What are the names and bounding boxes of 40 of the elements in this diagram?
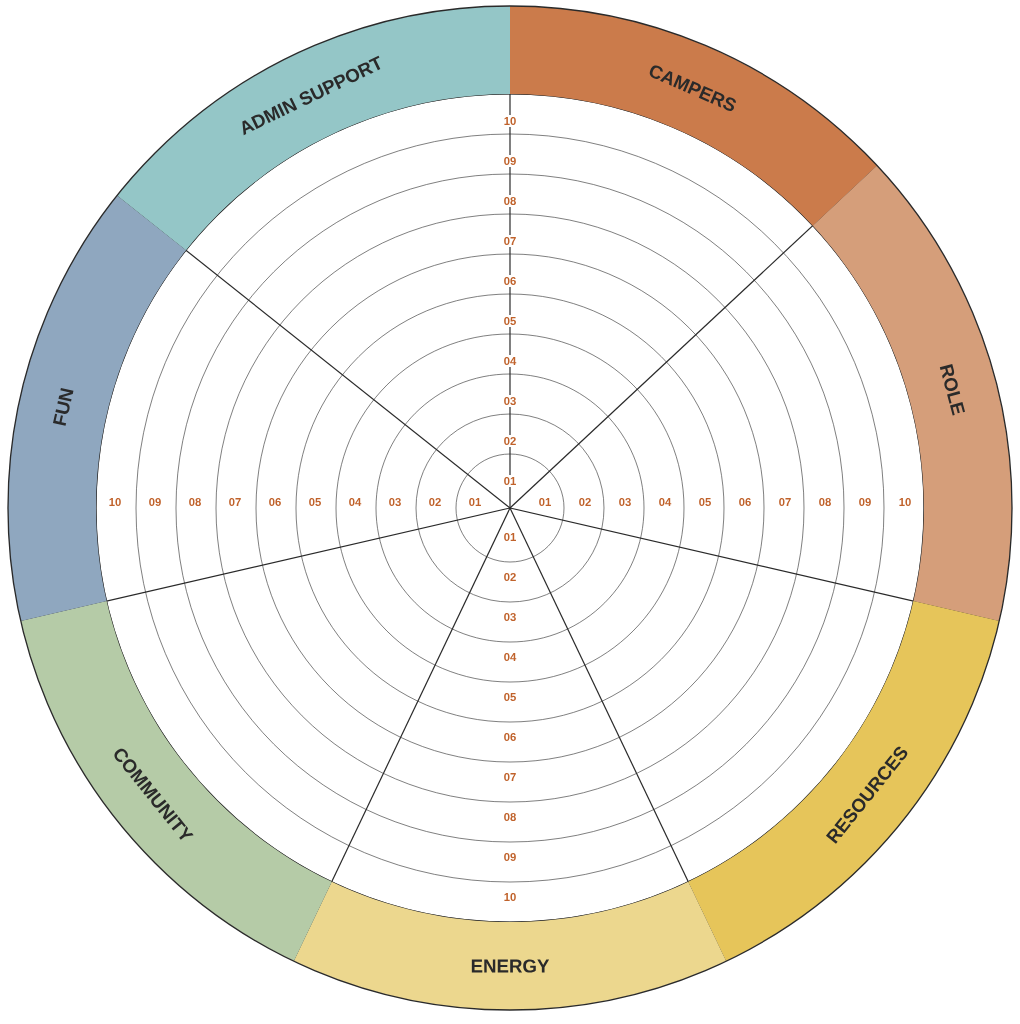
scale-number: 05 (306, 496, 324, 508)
scale-number: 01 (536, 496, 554, 508)
scale-number: 05 (696, 496, 714, 508)
scale-number: 03 (386, 496, 404, 508)
scale-number: 07 (776, 496, 794, 508)
scale-number: 01 (466, 496, 484, 508)
scale-number: 02 (501, 571, 519, 583)
scale-number: 03 (501, 395, 519, 408)
scale-number: 08 (816, 496, 834, 508)
scale-number: 02 (501, 435, 519, 447)
scale-number: 04 (501, 651, 519, 663)
scale-number: 10 (896, 496, 914, 508)
scale-number: 10 (501, 891, 519, 903)
scale-number: 05 (501, 691, 519, 703)
scale-number: 09 (856, 496, 874, 508)
scale-number: 01 (501, 531, 519, 543)
scale-number: 01 (501, 475, 519, 487)
scale-number: 09 (501, 155, 519, 167)
scale-number: 02 (426, 496, 444, 508)
scale-number: 06 (736, 496, 754, 508)
scale-number: 05 (501, 315, 519, 327)
scale-number: 06 (501, 731, 519, 743)
scale-number: 08 (501, 195, 519, 207)
scale-number: 10 (106, 496, 124, 508)
scale-number: 08 (186, 496, 204, 508)
scale-number: 07 (501, 235, 519, 247)
scale-number: 09 (146, 496, 164, 508)
scale-number: 10 (501, 115, 519, 127)
scale-number: 04 (346, 496, 364, 508)
scale-number: 08 (501, 811, 519, 823)
scale-number: 09 (501, 851, 519, 863)
scale-number: 03 (616, 496, 634, 508)
scale-number: 06 (501, 275, 519, 287)
scale-number: 04 (501, 355, 519, 367)
scale-number: 02 (576, 496, 594, 508)
scale-number: 04 (656, 496, 674, 508)
scale-number: 07 (226, 496, 244, 508)
scale-number: 07 (501, 771, 519, 783)
scale-number: 03 (501, 611, 519, 623)
scale-number: 06 (266, 496, 284, 508)
